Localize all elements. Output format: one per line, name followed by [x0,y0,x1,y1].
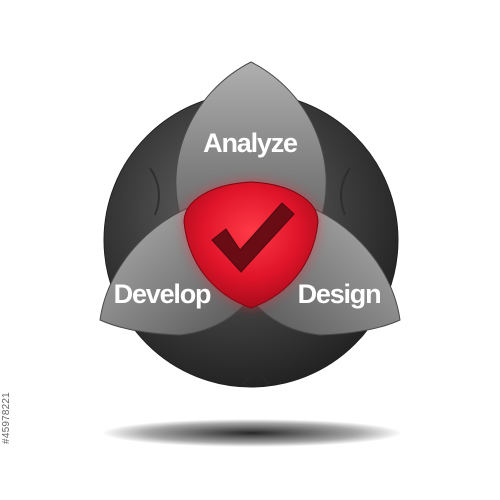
ground-shadow [102,419,402,447]
label-analyze: Analyze [203,128,298,158]
label-develop: Develop [114,279,211,309]
checkmark-icon [211,202,295,273]
side-id-text: #45978221 [1,392,12,444]
label-design: Design [298,279,381,309]
